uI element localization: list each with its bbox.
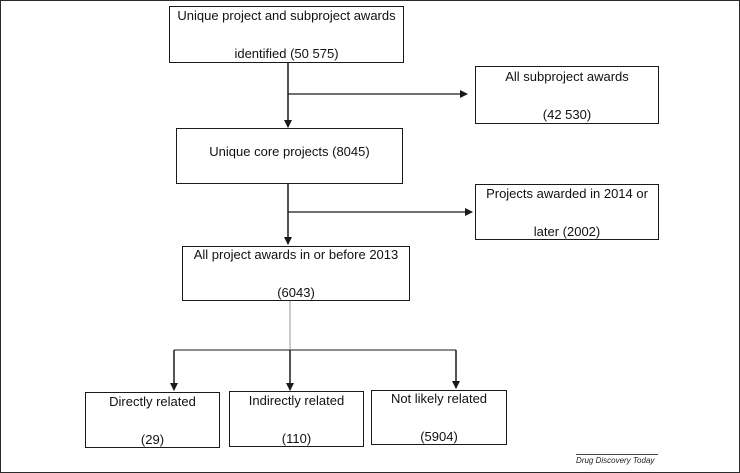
node-before2013: All project awards in or before 2013 (60… <box>182 246 410 301</box>
node-notlikely-line1: Not likely related <box>390 391 488 406</box>
journal-credit: Drug Discovery Today <box>576 456 655 465</box>
node-indirect: Indirectly related (110) <box>229 391 364 447</box>
node-identified: Unique project and subproject awards ide… <box>169 6 404 63</box>
node-core: Unique core projects (8045) <box>176 128 403 184</box>
node-direct-line1: Directly related <box>109 393 196 409</box>
node-direct: Directly related (29) <box>85 392 220 448</box>
node-indirect-line1: Indirectly related <box>248 392 345 408</box>
node-later-line1: Projects awarded in 2014 or <box>486 185 648 201</box>
node-later: Projects awarded in 2014 or later (2002) <box>475 184 659 240</box>
node-identified-line2: identified (50 575) <box>234 46 339 61</box>
node-before2013-line1: All project awards in or before 2013 <box>193 247 399 262</box>
node-identified-line1: Unique project and subproject awards <box>177 8 396 23</box>
node-direct-line2: (29) <box>140 431 165 447</box>
node-core-line1: Unique core projects (8045) <box>209 143 370 159</box>
node-later-line2: later (2002) <box>533 223 601 239</box>
node-indirect-line2: (110) <box>281 430 312 446</box>
node-notlikely-line2: (5904) <box>420 429 458 444</box>
node-subproject-line1: All subproject awards <box>505 68 629 84</box>
node-before2013-line2: (6043) <box>277 285 315 300</box>
node-subproject: All subproject awards (42 530) <box>475 66 659 124</box>
node-subproject-line2: (42 530) <box>542 106 592 122</box>
footer-rule <box>576 454 658 455</box>
node-notlikely: Not likely related (5904) <box>371 390 507 445</box>
